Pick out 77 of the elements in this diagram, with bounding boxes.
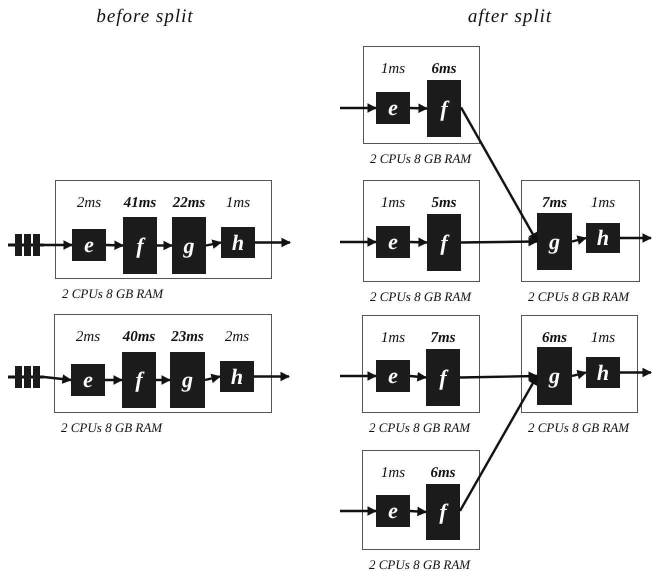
duration-label: 6ms: [430, 465, 456, 481]
machine-box: [362, 450, 480, 571]
machine-spec: 2 CPUs 8 GB RAM: [62, 287, 164, 301]
duration-label: 5ms: [432, 195, 456, 211]
duration-label: 2ms: [76, 195, 102, 211]
machine-spec: 2 CPUs 8 GB RAM: [369, 558, 470, 571]
operator-box: g: [172, 217, 206, 274]
arrow: [44, 240, 73, 250]
operator-box: f: [122, 352, 156, 408]
machine-spec: 2 CPUs 8 GB RAM: [528, 290, 630, 304]
arrow: [460, 371, 538, 381]
operator-box: e: [376, 92, 410, 124]
arrow: [458, 375, 538, 512]
duration-label: 1ms: [590, 195, 616, 211]
duration-label: 1ms: [380, 465, 406, 481]
duration-label: 1ms: [590, 330, 616, 346]
duration-label: 6ms: [542, 330, 567, 346]
operator-box: f: [123, 217, 157, 274]
duration-label: 41ms: [124, 195, 156, 211]
arrow: [156, 375, 171, 385]
arrow: [410, 372, 427, 382]
arrow: [410, 506, 427, 516]
arrow: [340, 506, 377, 516]
operator-box: f: [426, 484, 460, 540]
duration-label: 40ms: [122, 329, 156, 345]
operator-box: g: [537, 347, 572, 405]
arrow: [620, 368, 652, 378]
operator-box: e: [376, 495, 410, 527]
operator-box: f: [427, 80, 461, 137]
operator-box: e: [376, 360, 410, 392]
machine-spec: 2 CPUs 8 GB RAM: [369, 421, 470, 435]
arrow: [106, 240, 124, 250]
duration-label: 7ms: [542, 195, 567, 211]
duration-label: 1ms: [226, 195, 250, 211]
heading: before split: [96, 6, 194, 28]
heading: after split: [468, 6, 552, 28]
operator-box: f: [427, 214, 461, 271]
duration-label: 2ms: [76, 329, 100, 345]
duration-label: 1ms: [380, 195, 406, 211]
operator-box: f: [426, 349, 460, 406]
operator-box: e: [376, 226, 410, 258]
arrow: [204, 374, 221, 384]
machine-spec: 2 CPUs 8 GB RAM: [370, 290, 472, 304]
arrow: [460, 236, 538, 246]
arrow: [157, 240, 173, 250]
arrow: [206, 240, 222, 249]
arrow: [340, 103, 377, 113]
operator-box: g: [170, 352, 205, 408]
duration-label: 1ms: [380, 61, 406, 77]
duration-label: 7ms: [430, 330, 456, 346]
duration-label: 6ms: [432, 61, 456, 77]
operator-box: h: [220, 361, 254, 392]
machine-spec: 2 CPUs 8 GB RAM: [528, 421, 630, 435]
operator-box: h: [586, 223, 620, 253]
arrow: [255, 238, 291, 248]
arrow: [105, 375, 123, 385]
arrow: [572, 235, 587, 245]
duration-label: 2ms: [224, 329, 250, 345]
machine-spec: 2 CPUs 8 GB RAM: [370, 152, 472, 166]
duration-label: 23ms: [171, 329, 204, 345]
arrow: [460, 106, 538, 242]
machine-spec: 2 CPUs 8 GB RAM: [61, 421, 162, 435]
arrow: [254, 372, 290, 382]
arrow: [410, 103, 428, 114]
duration-label: 22ms: [172, 195, 206, 211]
operator-box: g: [537, 213, 572, 270]
arrow: [572, 370, 587, 380]
arrow: [340, 237, 377, 247]
arrow: [620, 233, 652, 243]
operator-box: h: [586, 357, 620, 388]
operator-box: e: [72, 229, 106, 261]
arrow: [410, 237, 428, 248]
arrow: [340, 371, 377, 381]
operator-box: e: [71, 364, 105, 396]
operator-box: h: [221, 227, 255, 258]
duration-label: 1ms: [380, 330, 406, 346]
arrow: [44, 374, 72, 384]
